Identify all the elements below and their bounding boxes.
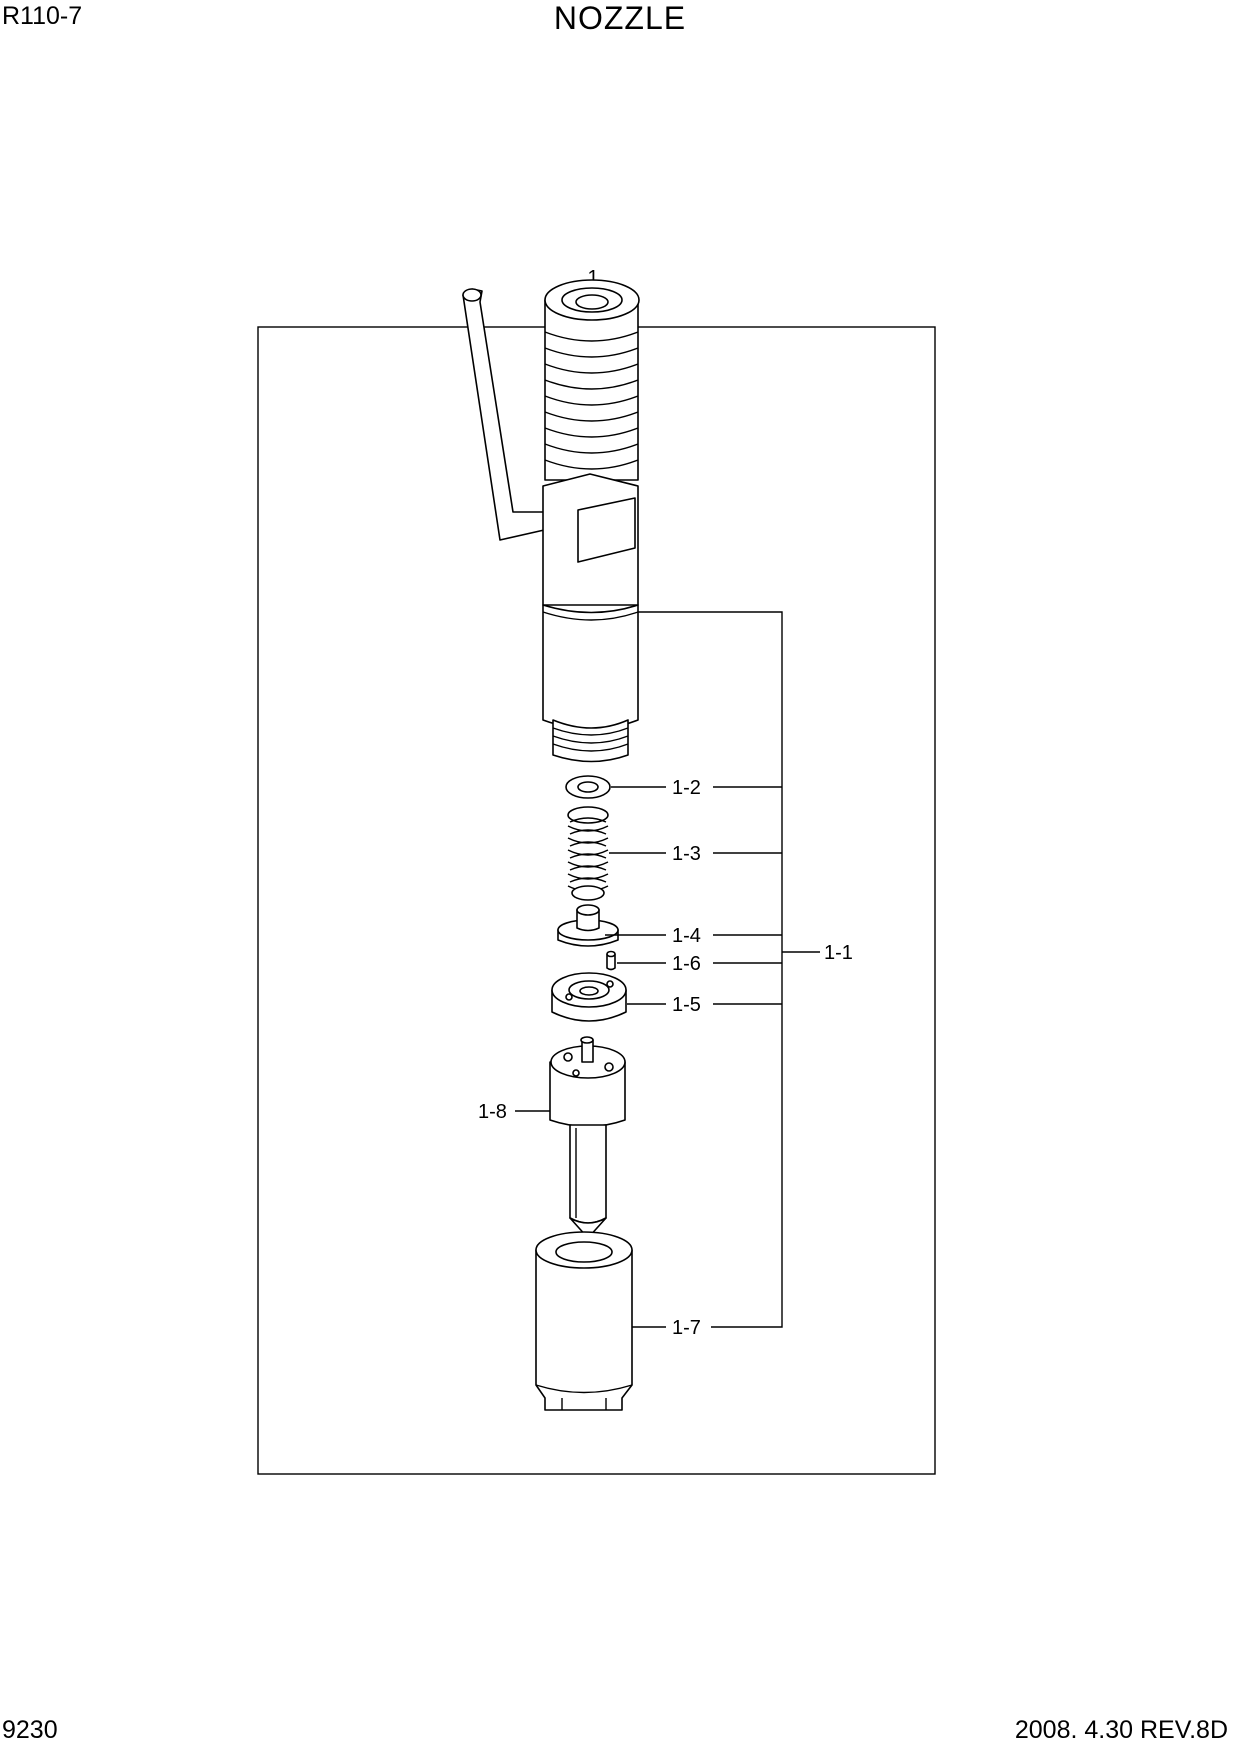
retaining-nut [535, 1231, 633, 1411]
callout-1: 1 [587, 267, 598, 289]
page-number: 9230 [2, 1716, 58, 1744]
callout-1-7: 1-7 [672, 1317, 701, 1339]
callout-1-4: 1-4 [672, 925, 701, 947]
page-title: NOZZLE [553, 0, 687, 36]
nozzle-holder-body [462, 279, 640, 763]
callout-1-6: 1-6 [672, 953, 701, 975]
spring-seat [557, 904, 619, 947]
callout-1-5: 1-5 [672, 994, 701, 1016]
nozzle-tip [549, 1036, 626, 1239]
dowel-pin [606, 950, 616, 971]
model-number: R110-7 [2, 2, 83, 30]
intermediate-disc [551, 972, 627, 1022]
callout-1-2: 1-2 [672, 777, 701, 799]
pressure-spring [567, 806, 609, 901]
callout-1-3: 1-3 [672, 843, 701, 865]
callout-1-8: 1-8 [478, 1101, 507, 1123]
callout-1-1: 1-1 [824, 942, 853, 964]
revision-date: 2008. 4.30 REV.8D [1014, 1716, 1228, 1744]
shim-washer [565, 775, 611, 799]
leader-lines [515, 611, 820, 1328]
